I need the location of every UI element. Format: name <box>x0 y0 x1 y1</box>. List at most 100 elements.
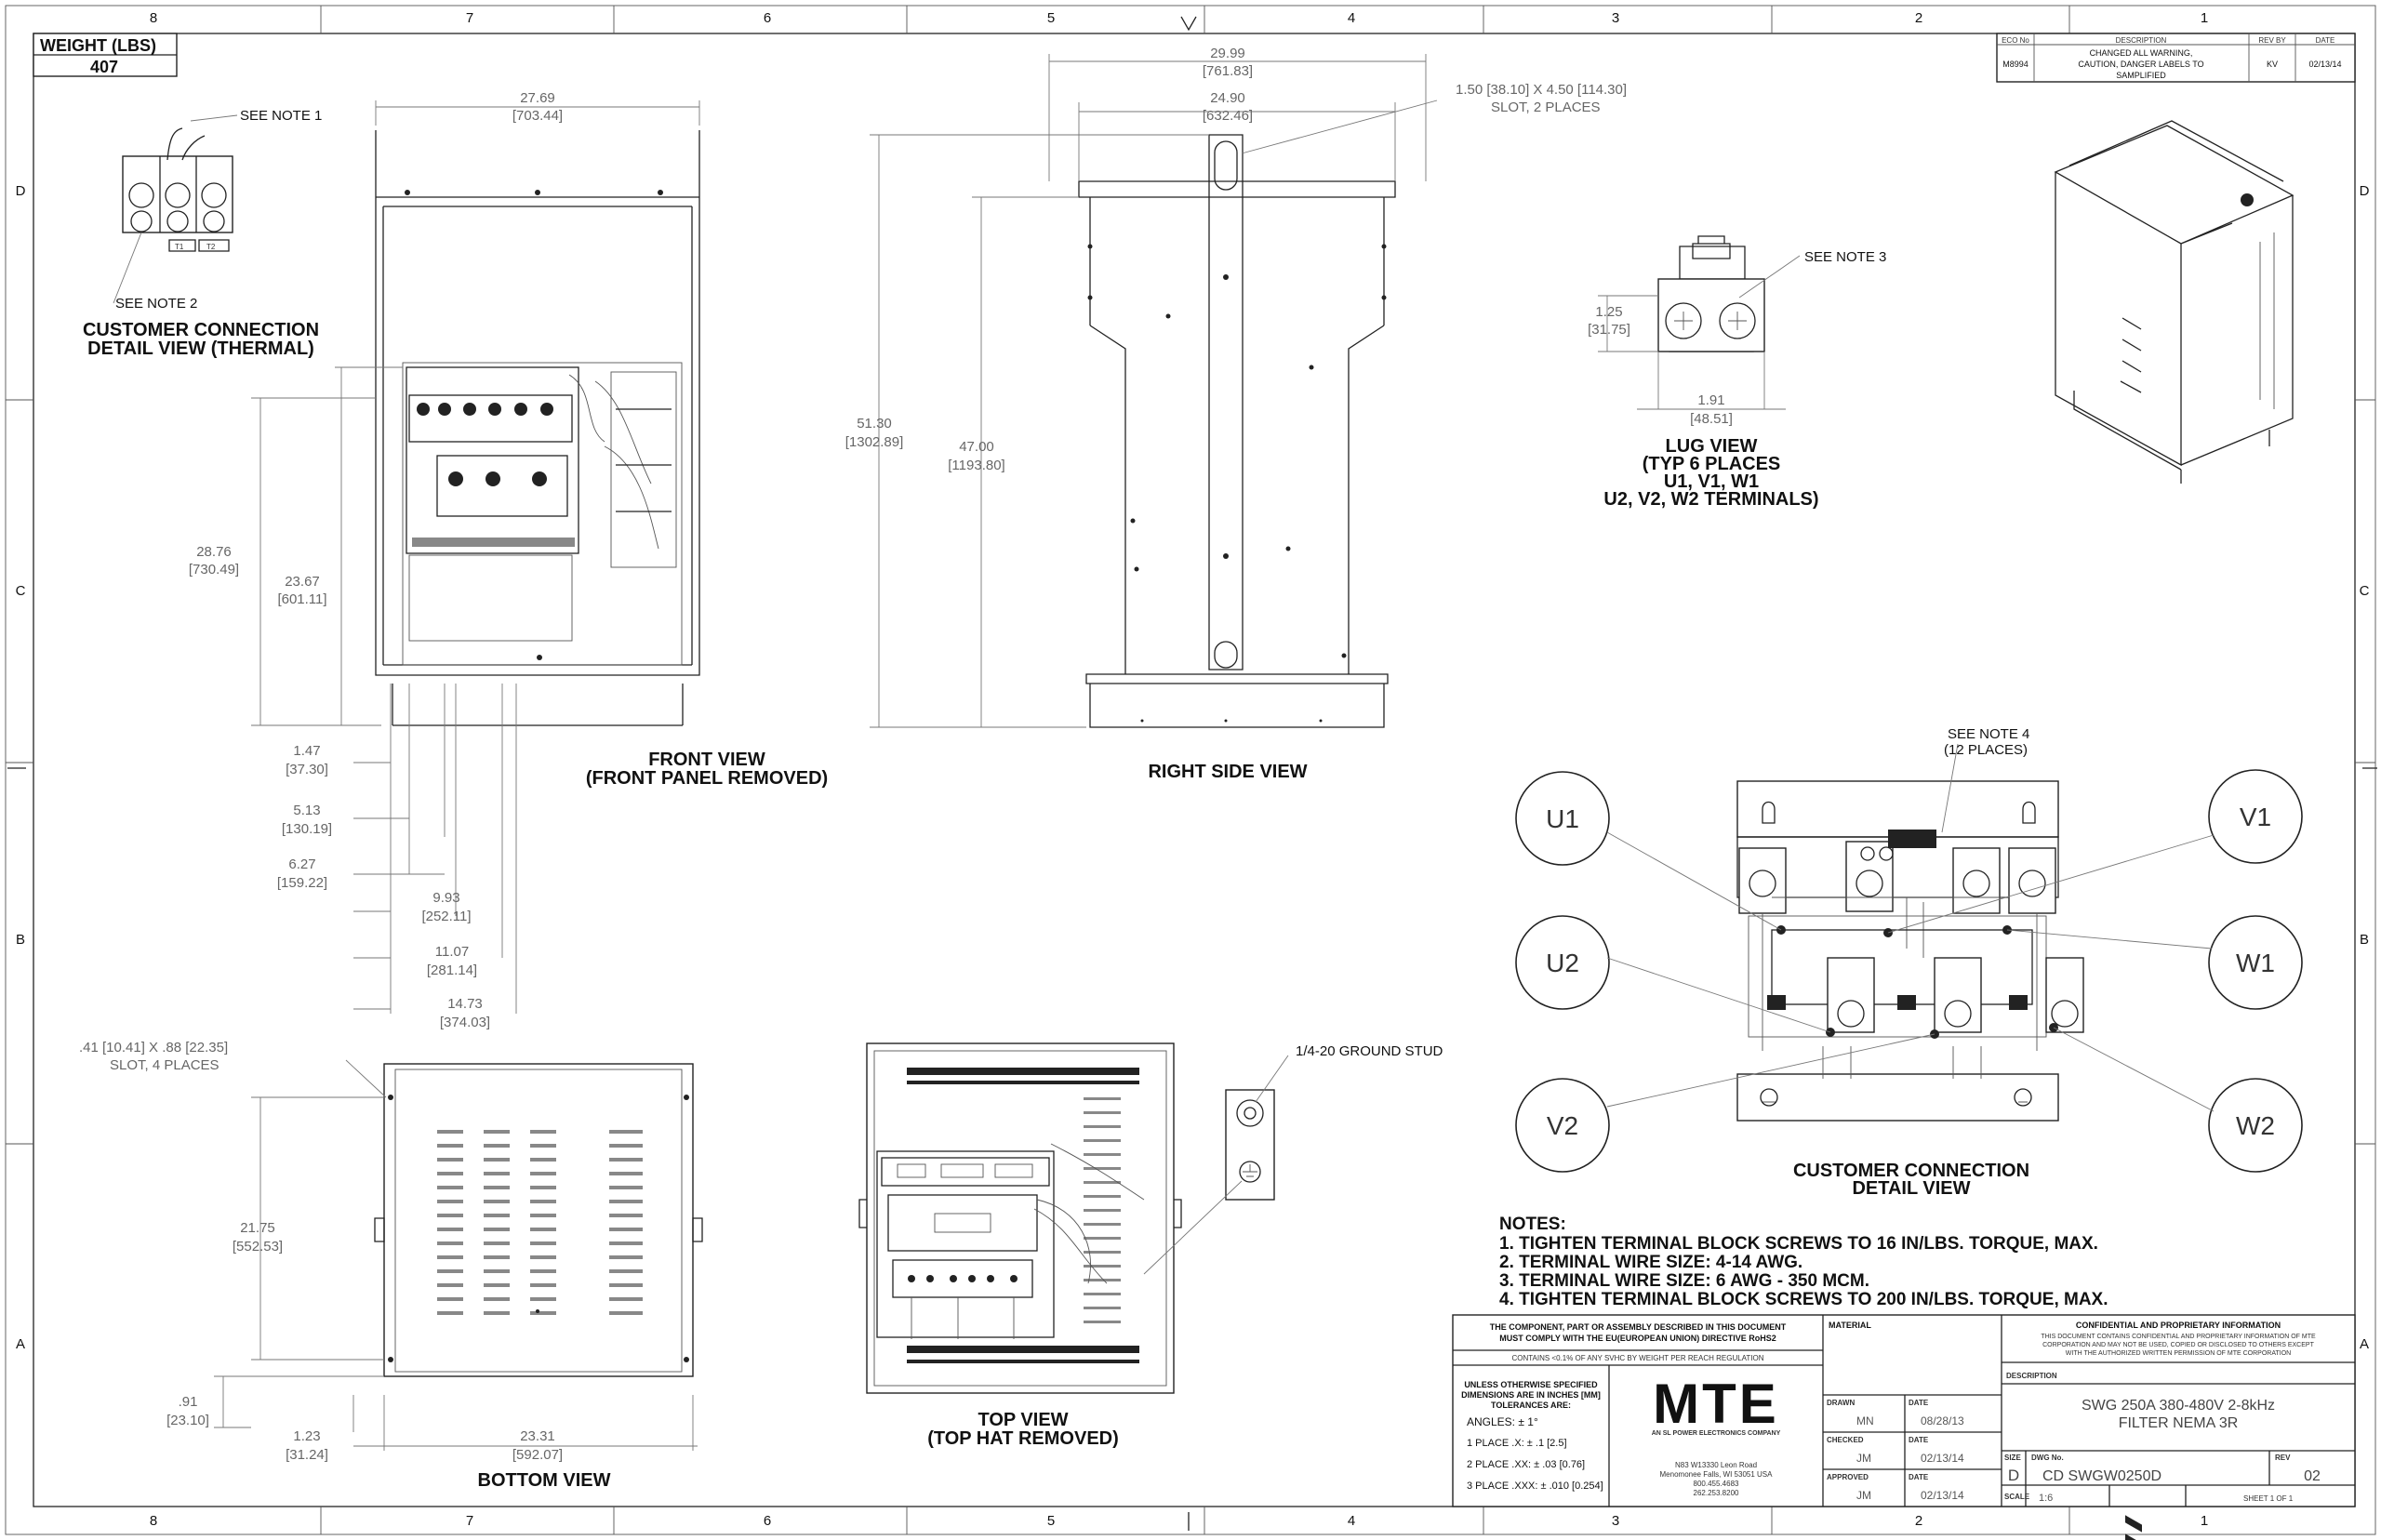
dim-front-d1-in: 1.47 <box>293 743 320 759</box>
dim-front-d4-mm: [252.11] <box>421 909 471 924</box>
rev-desc-line: CAUTION, DANGER LABELS TO <box>2078 60 2203 69</box>
dim-front-d5-in: 11.07 <box>435 944 469 960</box>
conn-title: DETAIL VIEW <box>1852 1178 1970 1199</box>
dim-front-d5-mm: [281.14] <box>427 962 477 978</box>
checked-by: JM <box>1856 1452 1871 1465</box>
lug-title: U1, V1, W1 <box>1664 471 1759 492</box>
lug-title: LUG VIEW <box>1666 436 1758 457</box>
zone-labels: 8 7 6 5 4 3 2 1 8 7 6 5 4 3 2 1 D C B A … <box>6 6 2377 1534</box>
dim-bottom-w-in: 23.31 <box>520 1428 555 1444</box>
lug-title: U2, V2, W2 TERMINALS) <box>1603 489 1818 510</box>
mte-logo: MTE <box>1653 1373 1779 1435</box>
weight-box: WEIGHT (LBS) 407 <box>33 33 178 77</box>
size-label: SIZE <box>2004 1454 2021 1462</box>
dim-front-d1-mm: [37.30] <box>286 762 328 777</box>
bottom-slot-note: .41 [10.41] X .88 [22.35] <box>79 1040 228 1055</box>
zone-label: 5 <box>1047 10 1055 26</box>
rev-desc-line: CHANGED ALL WARNING, <box>2090 48 2193 58</box>
weight-label: WEIGHT (LBS) <box>40 36 156 55</box>
description-line: SWG 250A 380-480V 2-8kHz <box>2082 1398 2275 1414</box>
right-slot-note: 1.50 [38.10] X 4.50 [114.30] <box>1456 82 1627 98</box>
dim-bottom-foot-mm: [23.10] <box>166 1413 209 1428</box>
isometric-view <box>2054 120 2295 1540</box>
dwg-number: CD SWGW0250D <box>2042 1468 2162 1484</box>
approved-by: JM <box>1856 1489 1871 1502</box>
confidential-text: CORPORATION AND MAY NOT BE USED, COPIED … <box>2042 1342 2314 1348</box>
lug-title: (TYP 6 PLACES <box>1643 454 1781 474</box>
zone-label: 6 <box>764 10 771 26</box>
zone-label: A <box>16 1336 25 1352</box>
front-view-title: FRONT VIEW <box>648 750 765 770</box>
sheet-border <box>33 33 2356 1507</box>
dim-right-h1-mm: [1302.89] <box>845 434 904 450</box>
thermal-t1: T1 <box>175 243 184 251</box>
drawn-label: DRAWN <box>1827 1399 1855 1407</box>
zone-label: 5 <box>1047 1513 1055 1529</box>
conn-title: CUSTOMER CONNECTION <box>1793 1161 2029 1181</box>
rev-eco: M8994 <box>2002 60 2029 69</box>
rev-by: KV <box>2267 60 2278 69</box>
right-view-title: RIGHT SIDE VIEW <box>1148 762 1307 782</box>
dwg-label: DWG No. <box>2031 1454 2064 1462</box>
thermal-t2: T2 <box>206 243 216 251</box>
rohs-text: MUST COMPLY WITH THE EU(EUROPEAN UNION) … <box>1499 1334 1776 1343</box>
dim-bottom-h-in: 21.75 <box>240 1220 275 1236</box>
conn-note-callout: (12 PLACES) <box>1944 742 2028 758</box>
dim-right-h2-in: 47.00 <box>959 439 994 455</box>
rev-date: 02/13/14 <box>2308 60 2341 69</box>
dim-front-h1-mm: [730.49] <box>189 562 239 578</box>
zone-label: 3 <box>1612 1513 1619 1529</box>
dim-bottom-w-mm: [592.07] <box>512 1447 563 1463</box>
zone-label: D <box>2360 183 2370 199</box>
tolerance-header: DIMENSIONS ARE IN INCHES [MM] <box>1461 1390 1601 1400</box>
zone-label: 1 <box>2201 1513 2208 1529</box>
confidential-text: WITH THE AUTHORIZED WRITTEN PERMISSION O… <box>2066 1350 2291 1357</box>
connection-detail-view: U1 V1 U2 W1 V2 W2 SEE NOTE 4 (12 PLACES)… <box>1515 726 2303 1199</box>
terminal-label-v1: V1 <box>2240 803 2271 831</box>
zone-label: B <box>16 932 25 948</box>
front-view-title: (FRONT PANEL REMOVED) <box>586 768 828 789</box>
company-address: Menomonee Falls, WI 53051 USA <box>1660 1470 1774 1479</box>
rev-header-desc: DESCRIPTION <box>2116 36 2167 45</box>
dim-right-w2-mm: [632.46] <box>1203 108 1253 124</box>
terminal-label-u1: U1 <box>1546 804 1579 833</box>
date-label: DATE <box>1909 1399 1929 1407</box>
dim-lug-h-in: 1.25 <box>1595 304 1622 320</box>
thermal-note1-callout: SEE NOTE 1 <box>240 108 322 124</box>
zone-label: 6 <box>764 1513 771 1529</box>
date-label: DATE <box>1909 1473 1929 1481</box>
zone-label: 3 <box>1612 10 1619 26</box>
bottom-slot-note: SLOT, 4 PLACES <box>110 1057 219 1073</box>
logo-tagline: AN SL POWER ELECTRONICS COMPANY <box>1652 1430 1781 1437</box>
rev-header-by: REV BY <box>2258 36 2286 45</box>
dim-lug-w-mm: [48.51] <box>1690 411 1733 427</box>
title-block: THE COMPONENT, PART OR ASSEMBLY DESCRIBE… <box>1452 1314 2356 1507</box>
dim-front-d2-in: 5.13 <box>293 803 320 818</box>
thermal-detail-view: T1 T2 SEE NOTE 1 SEE NOTE 2 CUSTOMER CON… <box>83 108 322 359</box>
zone-label: 8 <box>150 10 157 26</box>
dim-right-h2-mm: [1193.80] <box>948 458 1004 473</box>
dim-right-w1-mm: [761.83] <box>1203 63 1253 79</box>
size-value: D <box>2008 1467 2019 1484</box>
reach-text: CONTAINS <0.1% OF ANY SVHC BY WEIGHT PER… <box>1511 1354 1763 1362</box>
dim-front-d6-in: 14.73 <box>447 996 483 1012</box>
note-item: 3. TERMINAL WIRE SIZE: 6 AWG - 350 MCM. <box>1499 1271 1869 1291</box>
zone-label: 2 <box>1915 10 1922 26</box>
dim-bottom-edge-mm: [31.24] <box>286 1447 328 1463</box>
dim-front-d2-mm: [130.19] <box>282 821 332 837</box>
tolerance-3place: 3 PLACE .XXX: ± .010 [0.254] <box>1467 1480 1603 1492</box>
scale-value: 1:6 <box>2039 1493 2053 1504</box>
company-address: 800.455.4683 <box>1694 1480 1739 1488</box>
tolerance-header: TOLERANCES ARE: <box>1491 1401 1571 1410</box>
dim-front-h2-mm: [601.11] <box>277 591 326 607</box>
zone-label: D <box>16 183 26 199</box>
bottom-view-title: BOTTOM VIEW <box>478 1470 611 1491</box>
right-slot-note: SLOT, 2 PLACES <box>1491 100 1601 115</box>
rev-header-date: DATE <box>2316 36 2335 45</box>
rev-label: REV <box>2275 1454 2291 1462</box>
dim-right-w2-in: 24.90 <box>1210 90 1245 106</box>
zone-label: 7 <box>466 1513 473 1529</box>
top-view-title: TOP VIEW <box>978 1410 1068 1430</box>
dim-lug-w-in: 1.91 <box>1697 392 1724 408</box>
